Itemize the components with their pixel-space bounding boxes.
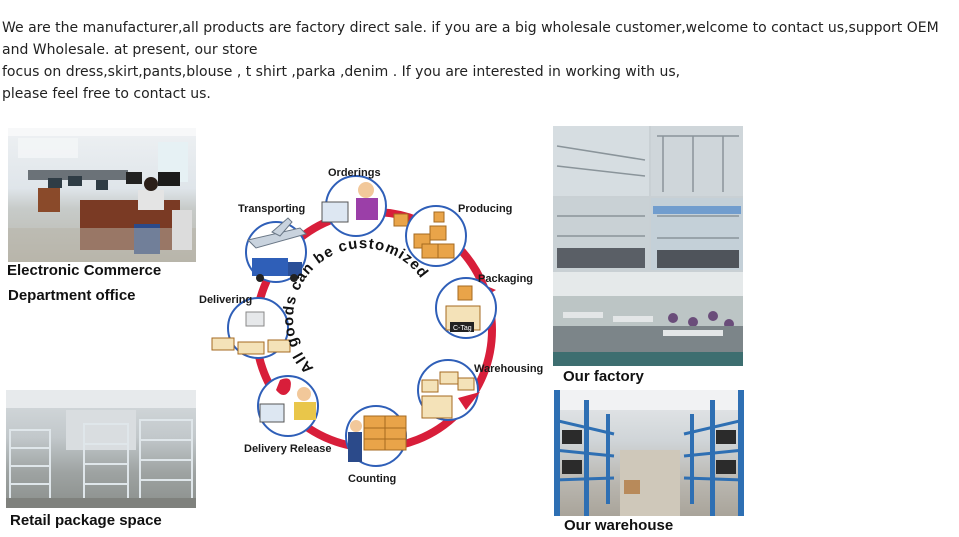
- box-tag-label: C-Tag: [453, 325, 472, 332]
- stage-label-warehousing: Warehousing: [474, 363, 543, 375]
- factory-photo-collage: [553, 126, 743, 366]
- stage-label-transporting: Transporting: [238, 203, 305, 215]
- warehouse-caption: Our warehouse: [564, 517, 674, 534]
- stage-label-delivering: Delivering: [199, 294, 252, 306]
- stage-delivering: Delivering: [199, 294, 291, 359]
- intro-line-3: focus on dress,skirt,pants,blouse , t sh…: [2, 64, 681, 80]
- stage-label-delivery-release: Delivery Release: [244, 443, 331, 455]
- retail-space-photo: [6, 390, 196, 508]
- stage-label-counting: Counting: [348, 473, 396, 485]
- stage-producing: Producing: [405, 203, 512, 267]
- stage-transporting: Transporting: [238, 203, 307, 283]
- warehouse-photo: [554, 390, 744, 516]
- stage-warehousing: Warehousing: [417, 359, 543, 421]
- stage-label-producing: Producing: [458, 203, 512, 215]
- intro-line-2: and Wholesale. at present, our store: [2, 42, 258, 58]
- intro-text: We are the manufacturer,all products are…: [2, 17, 957, 105]
- office-caption-line-2: Department office: [8, 287, 136, 304]
- stage-delivery-release: Delivery Release: [244, 375, 331, 455]
- retail-caption: Retail package space: [10, 512, 162, 529]
- stage-label-packaging: Packaging: [478, 273, 533, 285]
- stage-label-orderings: Orderings: [328, 167, 381, 179]
- process-cycle-diagram: Orderings Producing C-Tag Packaging: [196, 158, 552, 498]
- stage-orderings: Orderings: [321, 167, 409, 237]
- intro-line-1: We are the manufacturer,all products are…: [2, 20, 939, 36]
- factory-caption: Our factory: [563, 368, 644, 385]
- office-photo: [8, 128, 196, 262]
- office-caption-line-1: Electronic Commerce: [7, 262, 162, 279]
- stage-counting: Counting: [345, 405, 407, 485]
- stage-packaging: C-Tag Packaging: [435, 273, 533, 339]
- intro-line-4: please feel free to contact us.: [2, 86, 211, 102]
